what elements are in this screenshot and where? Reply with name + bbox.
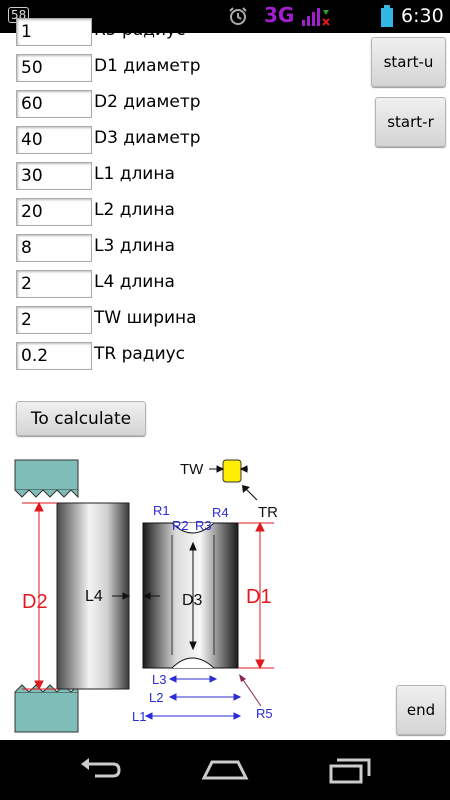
l2-length-label: L2 длина — [94, 200, 175, 220]
d2-diameter-label: D2 диаметр — [94, 92, 201, 112]
tr-arrow — [242, 485, 250, 493]
tw-arrows — [209, 465, 248, 473]
tr-radius-label: TR радиус — [94, 344, 186, 364]
d3-diameter-label: D3 диаметр — [94, 128, 201, 148]
network-type: 3G — [264, 3, 295, 27]
l-dimensions — [144, 675, 242, 720]
clock: 6:30 — [401, 5, 444, 27]
r5-radius-input[interactable] — [16, 18, 92, 46]
d3-label: D3 — [182, 592, 203, 609]
d3-dimension — [189, 541, 197, 651]
l1-label: L1 — [132, 709, 146, 724]
d3-diameter-input[interactable] — [16, 126, 92, 154]
alarm-icon — [229, 7, 247, 25]
d2-label: D2 — [22, 591, 48, 613]
end-button[interactable]: end — [396, 685, 446, 735]
r5-label: R5 — [256, 706, 273, 721]
calculate-button[interactable]: To calculate — [16, 401, 146, 436]
start-r-button[interactable]: start-r — [375, 97, 446, 147]
l3-length-label: L3 длина — [94, 236, 175, 256]
r3-label: R3 — [195, 518, 212, 533]
tr-radius-input[interactable] — [16, 342, 92, 370]
r1-label: R1 — [153, 503, 170, 518]
start-u-button[interactable]: start-u — [371, 37, 446, 87]
l4-length-input[interactable] — [16, 270, 92, 298]
tr-label: TR — [258, 504, 278, 521]
l3-length-input[interactable] — [16, 234, 92, 262]
d1-dimension — [238, 521, 274, 670]
chuck-bottom — [14, 683, 79, 733]
d2-dimension — [22, 501, 57, 691]
tw-width-input[interactable] — [16, 306, 92, 334]
r5-radius-label: R5 радиус — [94, 20, 186, 40]
lathe-diagram: D2 D1 D3 L4 R1 R2 R3 R4 R5 TW TR — [14, 459, 278, 733]
tw-label: TW — [180, 461, 204, 478]
r4-label: R4 — [212, 505, 229, 520]
l1-length-label: L1 длина — [94, 164, 175, 184]
l1-length-input[interactable] — [16, 162, 92, 190]
d1-label: D1 — [246, 586, 272, 608]
l4-arrows — [112, 592, 160, 600]
l4-length-label: L4 длина — [94, 272, 175, 292]
signal-icon — [302, 8, 330, 26]
d1-diameter-input[interactable] — [16, 54, 92, 82]
r5-arrow — [239, 674, 246, 682]
chuck-top — [14, 459, 79, 499]
tool-tip — [222, 459, 242, 483]
l2-label: L2 — [149, 690, 163, 705]
battery-icon — [381, 5, 393, 27]
d2-diameter-input[interactable] — [16, 90, 92, 118]
recent-apps-icon[interactable] — [325, 754, 375, 786]
d1-diameter-label: D1 диаметр — [94, 56, 201, 76]
l3-label: L3 — [152, 672, 166, 687]
tw-width-label: TW ширина — [94, 308, 197, 328]
back-icon[interactable] — [75, 754, 125, 786]
r5-leader — [240, 676, 262, 707]
l2-length-input[interactable] — [16, 198, 92, 226]
home-icon[interactable] — [200, 754, 250, 786]
r2-label: R2 — [172, 518, 189, 533]
l4-label: L4 — [85, 588, 103, 605]
navigation-bar — [0, 740, 450, 800]
